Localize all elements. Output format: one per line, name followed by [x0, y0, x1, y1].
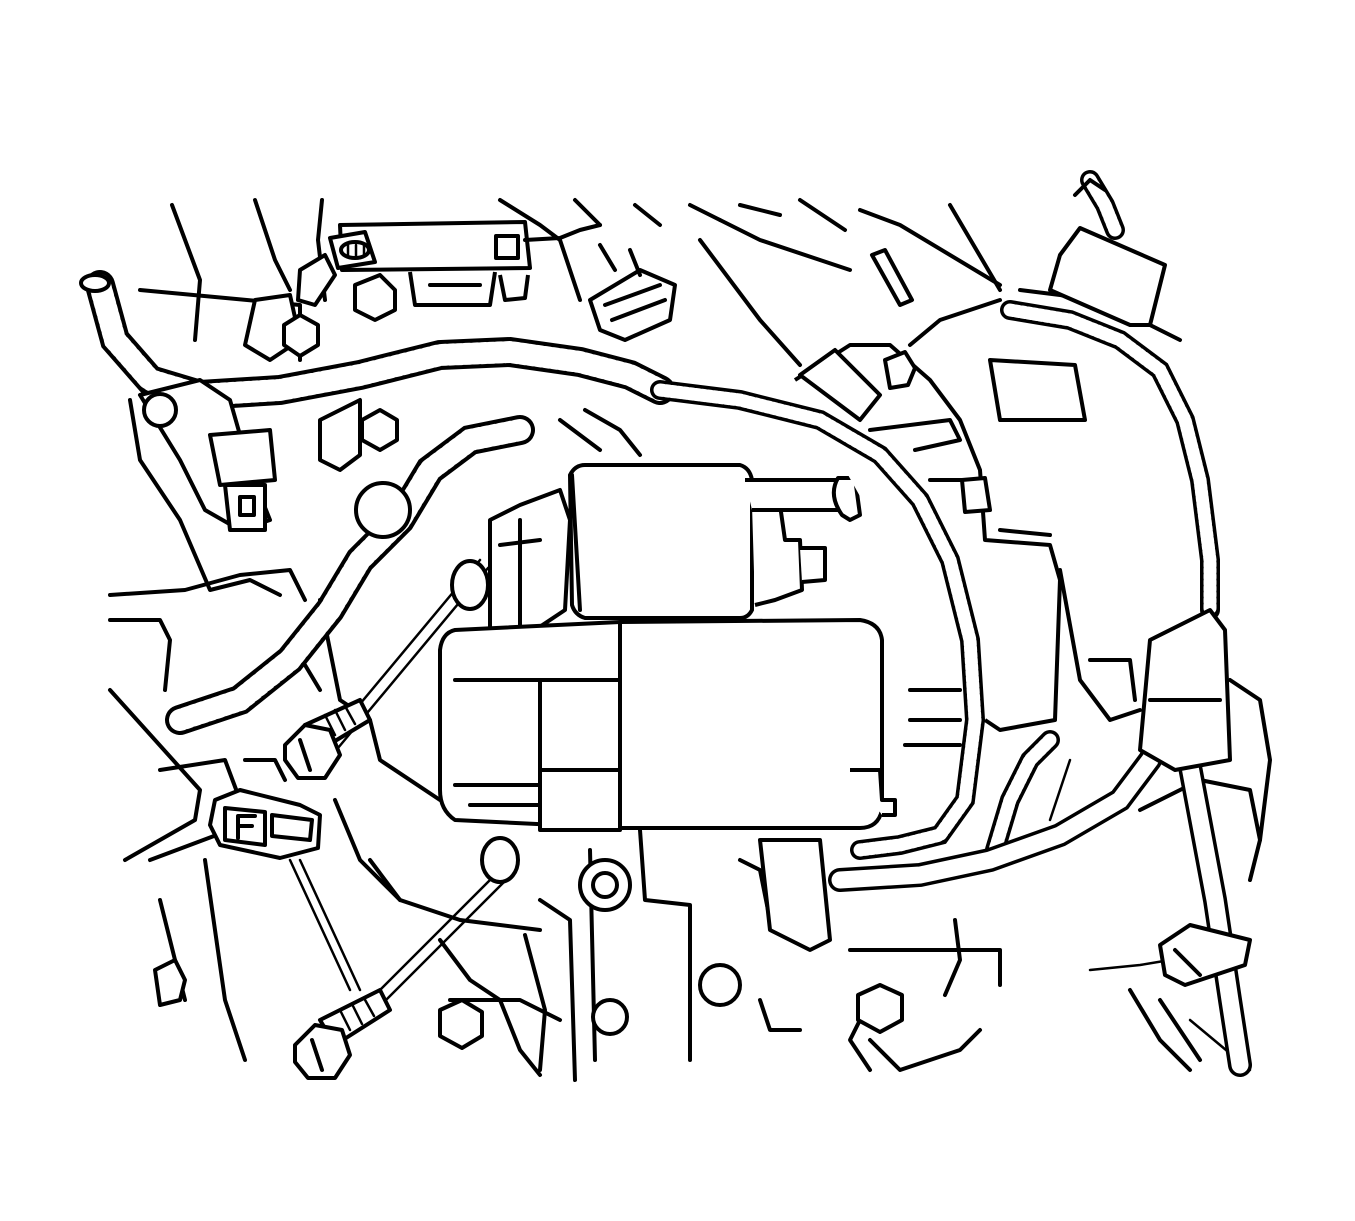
right-connectors — [1048, 226, 1252, 987]
upper-connector-clip — [588, 243, 677, 342]
solenoid — [568, 463, 754, 620]
coolant-hose — [828, 608, 1252, 1077]
starter-bolt-upper — [283, 558, 490, 780]
lower-fasteners — [153, 838, 1002, 1072]
upper-electrical-connector — [328, 220, 602, 307]
grommet — [354, 481, 412, 539]
motor-housing — [438, 618, 884, 830]
starter-motor — [438, 463, 962, 832]
upper-bolts — [243, 253, 399, 472]
wiring-harness-loom — [79, 270, 675, 735]
lower-left-connector — [208, 758, 362, 992]
battery-cable — [650, 170, 1220, 860]
starter-bolt-lower — [293, 836, 520, 1080]
left-bracket — [138, 378, 277, 532]
upper-right-parts — [870, 178, 1107, 307]
